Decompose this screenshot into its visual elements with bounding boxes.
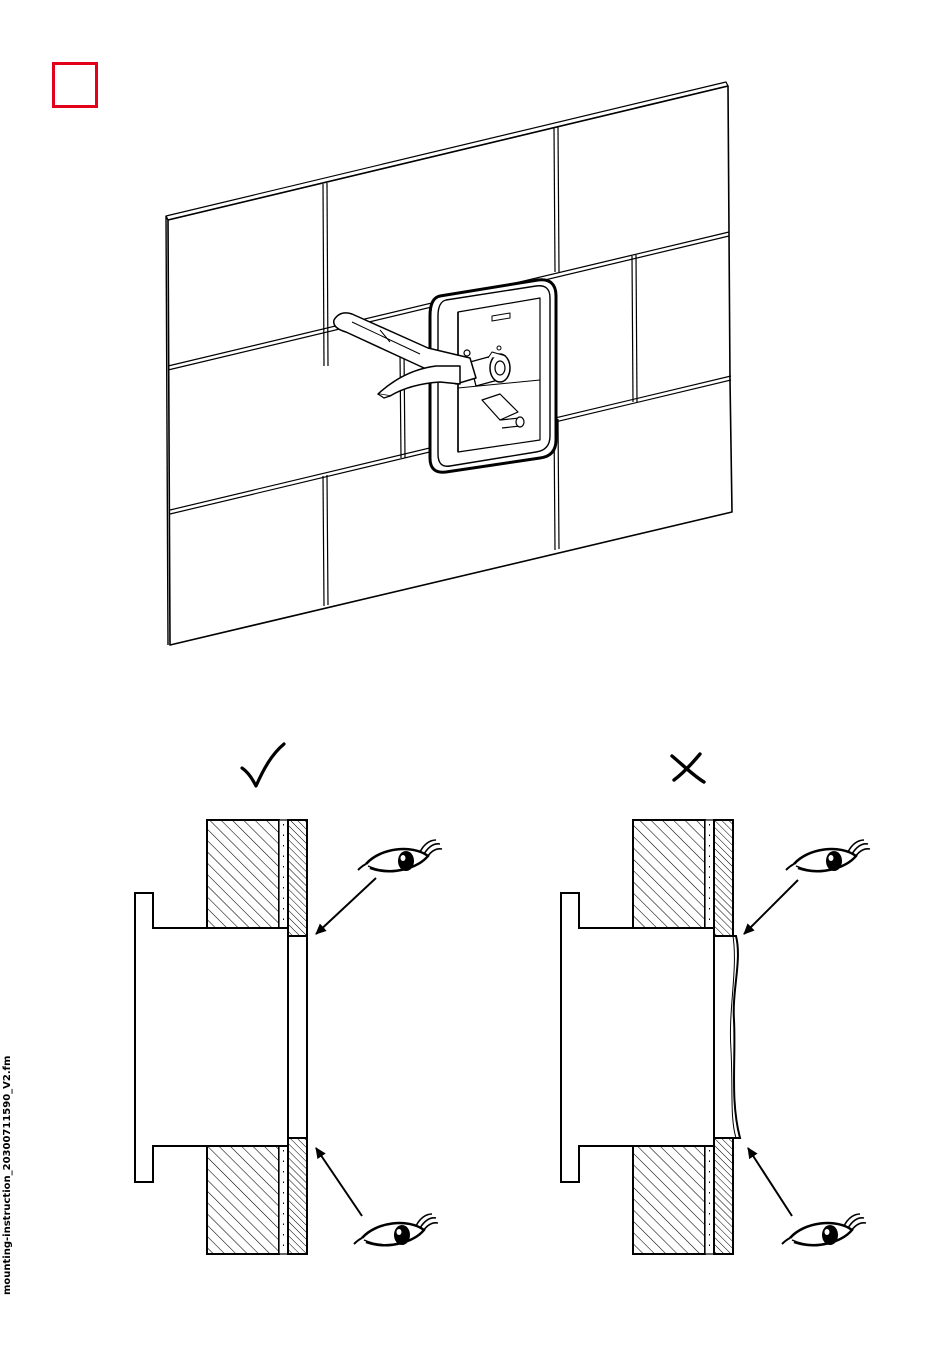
eye-icon [358,840,442,871]
check-icon [242,744,284,786]
eye-icon [786,840,870,871]
footer-filename: mounting-instruction_20300711590_V2.fm [2,1056,13,1295]
eye-icon [782,1214,866,1245]
eye-icon [354,1214,438,1245]
cross-icon [672,754,704,782]
incorrect-cross-section [561,754,870,1254]
correct-cross-section [135,744,442,1254]
